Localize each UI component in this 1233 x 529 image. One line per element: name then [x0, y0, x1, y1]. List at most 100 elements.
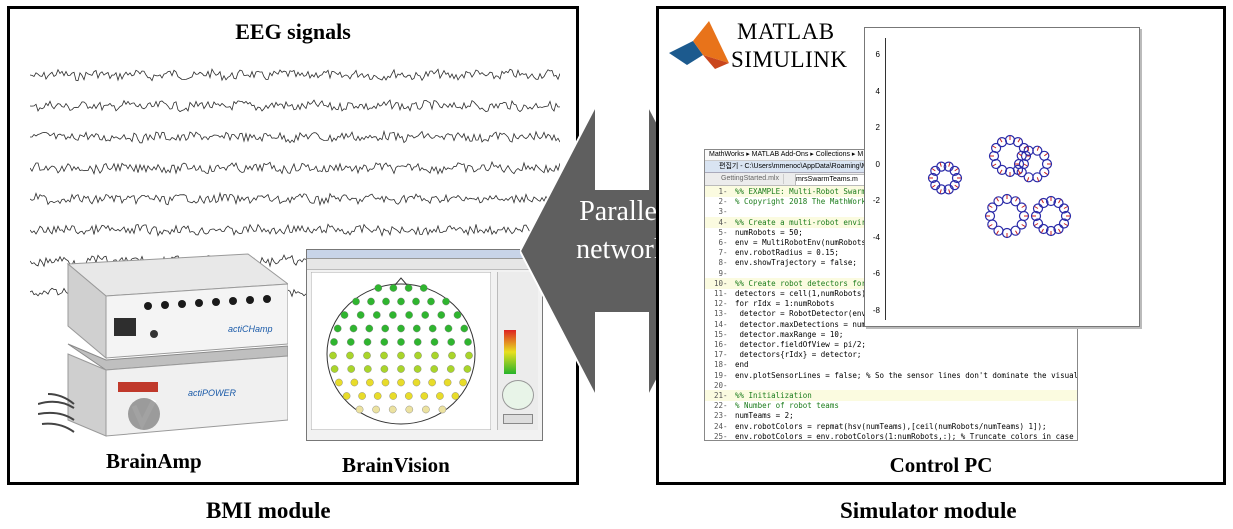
line-number: 8	[718, 258, 723, 268]
code-line[interactable]: 12 -for rIdx = 1:numRobots	[705, 298, 1077, 309]
robot-heading	[1041, 228, 1044, 233]
line-number: 3	[718, 207, 723, 217]
line-number: 17	[713, 350, 723, 360]
robot-heading	[931, 184, 936, 188]
electrode-dot	[459, 378, 467, 387]
plot-axes	[885, 38, 1136, 320]
electrode-dot	[413, 324, 421, 333]
brainvision-side-panel	[497, 272, 538, 430]
robot-marker	[1058, 203, 1070, 214]
code-line[interactable]: 7 -env.robotRadius = 0.15;	[705, 247, 1077, 258]
electrode-dot	[380, 351, 388, 360]
robot-heading	[988, 224, 993, 227]
code-line[interactable]: 5 -numRobots = 50;	[705, 227, 1077, 238]
code-line[interactable]: 2 -% Copyright 2018 The MathWorks, Inc	[705, 196, 1077, 207]
code-line[interactable]: 16 - detector.fieldOfView = pi/2;	[705, 339, 1077, 350]
electrode-dot	[363, 338, 372, 346]
electrode-dot	[347, 338, 355, 346]
electrode-dot	[465, 351, 473, 360]
line-marker: -	[723, 248, 728, 258]
line-marker: -	[723, 360, 728, 370]
robot-heading	[992, 145, 997, 149]
line-number: 9	[718, 268, 723, 278]
electrode-dot	[437, 311, 446, 319]
line-number: 5	[718, 227, 723, 237]
electrode-dot	[436, 392, 444, 400]
code-text: env.robotRadius = 0.15;	[735, 248, 839, 258]
line-number: 20	[713, 380, 723, 390]
tab-getting-started[interactable]: GettingStarted.mlx	[721, 174, 784, 184]
plot-tick-label: 4	[875, 86, 880, 96]
robot-swarm-plot	[927, 134, 1072, 239]
robot-marker	[1038, 223, 1049, 235]
robot-marker	[1060, 210, 1072, 222]
robot-marker	[993, 225, 1004, 236]
code-line[interactable]: 18 -end	[705, 359, 1077, 370]
robot-heading	[1034, 223, 1039, 226]
code-line[interactable]: 11 -detectors = cell(1,numRobots);	[705, 288, 1077, 299]
robot-marker	[1018, 142, 1029, 154]
electrode-dot	[388, 405, 397, 414]
line-number: 24	[713, 421, 723, 431]
electrode-dot	[366, 378, 374, 387]
code-line[interactable]: 17 - detectors{rIdx} = detector;	[705, 349, 1077, 360]
code-line[interactable]: 8 -env.showTrajectory = false;	[705, 257, 1077, 268]
code-line[interactable]: 23 -numTeams = 2;	[705, 410, 1077, 421]
acti-champ-brand: actiCHamp	[228, 324, 273, 334]
line-number: 4	[718, 217, 723, 227]
line-marker: -	[723, 197, 728, 207]
robot-heading	[931, 168, 936, 172]
robot-heading	[1044, 171, 1048, 176]
robot-marker	[1038, 197, 1049, 209]
code-line[interactable]: 20 -	[705, 380, 1077, 391]
tab-mrs-swarm-teams[interactable]: mrsSwarmTeams.m	[795, 174, 867, 185]
code-text: numRobots = 50;	[735, 227, 803, 237]
code-text: env.robotColors = repmat(hsv(numTeams),[…	[735, 421, 1047, 431]
code-text: %% Create a multi-robot enviro	[735, 217, 871, 227]
code-line[interactable]: 15 - detector.maxRange = 10;	[705, 329, 1077, 340]
electrode-dot	[405, 405, 414, 414]
settings-button[interactable]	[503, 414, 533, 424]
electrode-dot	[397, 338, 405, 346]
bmi-module-label: BMI module	[206, 498, 331, 523]
line-marker: -	[723, 391, 728, 400]
line-number: 13	[713, 309, 723, 319]
robot-heading	[996, 230, 999, 235]
line-number: 18	[713, 360, 723, 370]
code-line[interactable]: 25 -env.robotColors = env.robotColors(1:…	[705, 431, 1077, 440]
code-line[interactable]: 9 -	[705, 268, 1077, 279]
code-line[interactable]: 6 -env = MultiRobotEnv(numRobots);	[705, 237, 1077, 248]
code-line[interactable]: 21 -%% Initialization	[705, 390, 1077, 401]
electrode-dot	[428, 378, 436, 387]
eeg-trace	[30, 191, 560, 207]
code-line[interactable]: 13 - detector = RobotDetector(env,r	[705, 308, 1077, 319]
brainvision-titlebar	[307, 250, 542, 259]
robot-heading	[999, 138, 1003, 143]
line-marker: -	[723, 401, 728, 411]
robot-heading	[954, 184, 959, 188]
code-text: %% EXAMPLE: Multi-Robot Swarm	[735, 187, 866, 196]
acti-power-brand: actiPOWER	[188, 388, 237, 398]
electrode-dot	[365, 324, 374, 333]
code-line[interactable]: 22 -% Number of robot teams	[705, 400, 1077, 411]
impedance-color-scale	[504, 330, 516, 374]
robot-marker	[1016, 202, 1027, 213]
code-line[interactable]: 3 -	[705, 206, 1077, 217]
line-number: 12	[713, 299, 723, 309]
electrode-dot	[397, 324, 405, 333]
robot-marker	[990, 142, 1002, 154]
code-line[interactable]: 19 -env.plotSensorLines = false; % So th…	[705, 370, 1077, 381]
code-line[interactable]: 24 -env.robotColors = repmat(hsv(numTeam…	[705, 421, 1077, 432]
robot-marker	[1023, 172, 1034, 183]
line-marker: -	[723, 227, 728, 237]
code-line[interactable]: 14 - detector.maxDetections = numRo	[705, 319, 1077, 330]
line-marker: -	[723, 319, 728, 329]
robot-marker	[1039, 167, 1050, 178]
line-number: 14	[713, 319, 723, 329]
code-text: detector.maxDetections = numRo	[735, 319, 875, 329]
code-text: env = MultiRobotEnv(numRobots);	[735, 238, 875, 247]
robot-heading	[992, 163, 997, 167]
code-text: env.plotSensorLines = false; % So the se…	[735, 370, 1078, 380]
electrode-dot	[349, 324, 358, 333]
